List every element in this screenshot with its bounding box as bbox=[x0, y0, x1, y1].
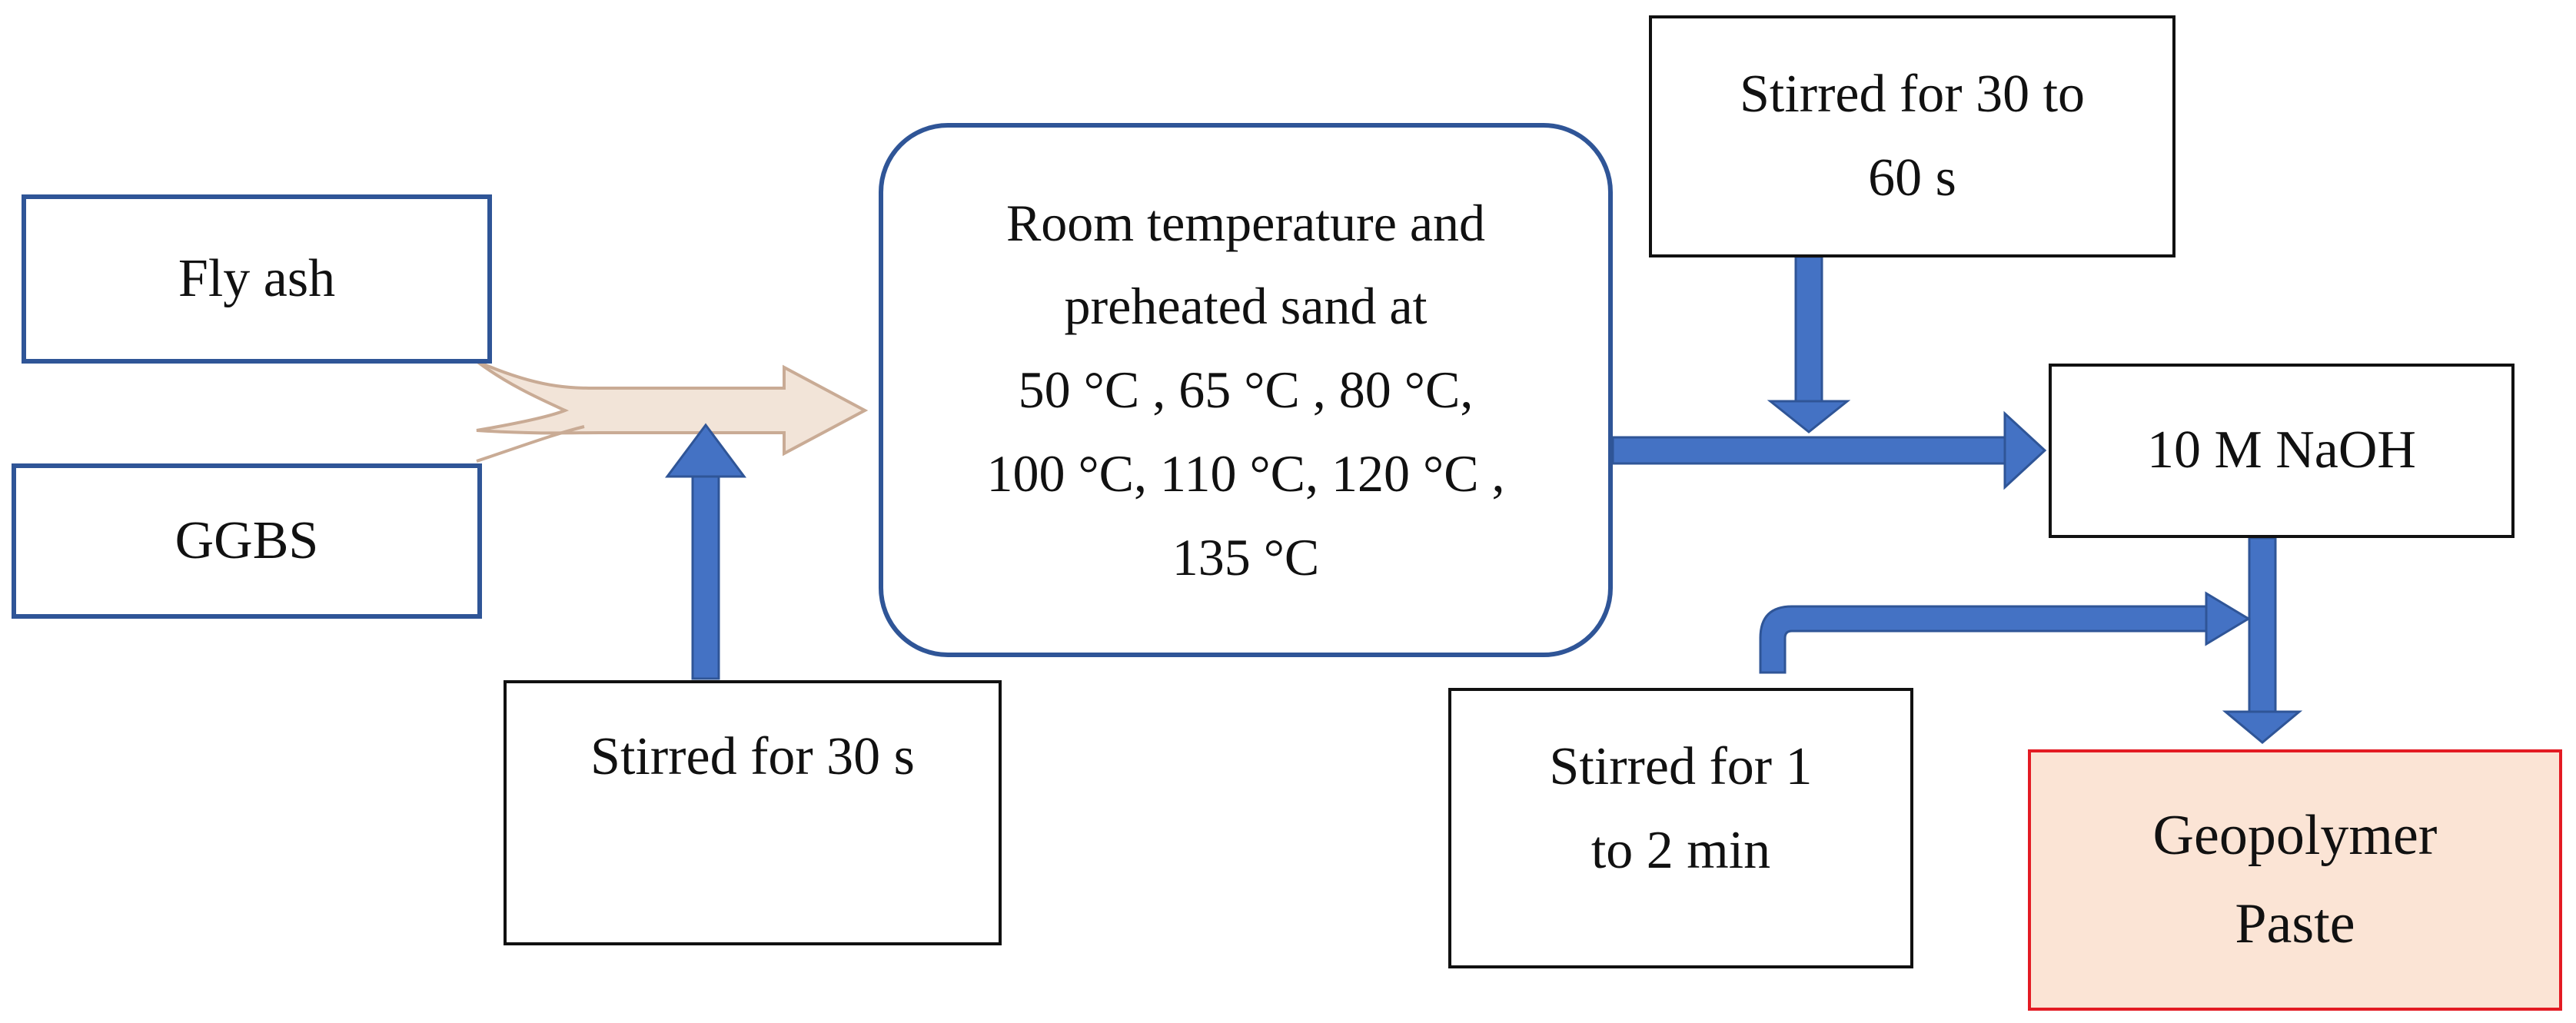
stir-30-60s-box: Stirred for 30 to 60 s bbox=[1649, 15, 2175, 257]
room-temp-line-4: 100 °C, 110 °C, 120 °C , bbox=[986, 443, 1505, 503]
stir-30s-box: Stirred for 30 s bbox=[504, 680, 1002, 945]
merge-arrow-lower-branch bbox=[476, 425, 585, 463]
naoh-box: 10 M NaOH bbox=[2049, 364, 2515, 538]
paste-line-1: Geopolymer bbox=[2152, 804, 2438, 868]
stir-30-60s-line-1: Stirred for 30 to bbox=[1739, 65, 2086, 124]
arrow-to-naoh bbox=[1611, 410, 2047, 490]
merge-arrow bbox=[475, 360, 869, 463]
room-temperature-box: Room temperature and preheated sand at 5… bbox=[879, 123, 1613, 657]
fly-ash-box: Fly ash bbox=[22, 194, 492, 364]
stir-1-2min-line-2: to 2 min bbox=[1590, 820, 1771, 880]
fly-ash-label: Fly ash bbox=[178, 248, 336, 308]
ggbs-label: GGBS bbox=[175, 510, 319, 570]
room-temp-line-2: preheated sand at bbox=[1064, 277, 1428, 336]
arrow-up-stir-30s bbox=[665, 423, 746, 680]
ggbs-box: GGBS bbox=[12, 463, 482, 619]
stir-1-2min-box: Stirred for 1 to 2 min bbox=[1448, 688, 1913, 968]
arrow-down-stir-30-60 bbox=[1767, 255, 1851, 433]
merge-arrow-upper-branch bbox=[475, 360, 869, 457]
room-temp-line-5: 135 °C bbox=[1172, 527, 1320, 586]
geopolymer-paste-box: Geopolymer Paste bbox=[2028, 749, 2562, 1011]
stir-30s-label: Stirred for 30 s bbox=[590, 727, 915, 786]
naoh-label: 10 M NaOH bbox=[2147, 420, 2416, 480]
arrow-down-to-paste bbox=[2222, 536, 2303, 744]
arrow-bent-stir-1-2 bbox=[1759, 591, 2251, 674]
stir-1-2min-line-1: Stirred for 1 bbox=[1549, 737, 1813, 796]
stir-30-60s-line-2: 60 s bbox=[1868, 148, 1956, 208]
room-temp-line-1: Room temperature and bbox=[1005, 193, 1486, 252]
paste-line-2: Paste bbox=[2235, 892, 2355, 955]
room-temp-line-3: 50 °C , 65 °C , 80 °C, bbox=[1018, 360, 1474, 420]
